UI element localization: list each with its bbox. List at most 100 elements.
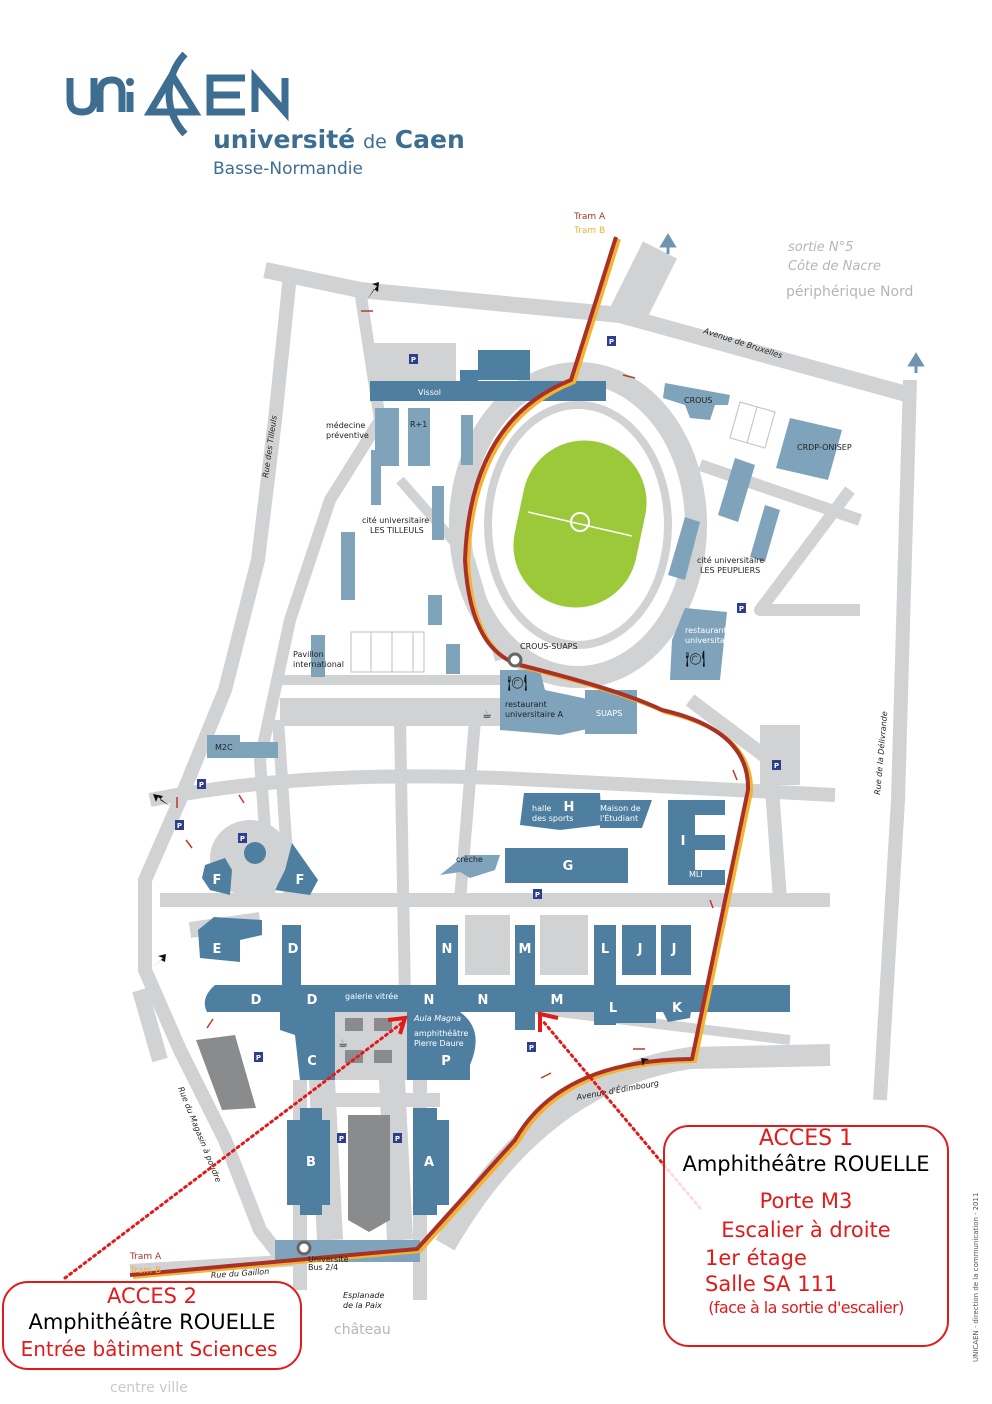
- svg-text:F: F: [296, 873, 305, 888]
- place-labels: Vissol médecine préventive R+1 cité univ…: [110, 388, 852, 1396]
- exit-label: sortie N°5 Côte de Nacre périphérique No…: [786, 240, 913, 300]
- access-2-callout: ACCES 2 Amphithéâtre ROUELLE Entrée bâti…: [2, 1281, 302, 1370]
- restaurant-icon: 🍽: [685, 649, 705, 668]
- entrance-arrow-icon: [641, 1058, 657, 1072]
- restaurant-icon: 🍽: [507, 673, 527, 692]
- svg-text:halle: halle: [532, 804, 551, 813]
- svg-text:P: P: [411, 356, 416, 364]
- svg-text:Esplanade: Esplanade: [343, 1291, 384, 1300]
- svg-text:G: G: [563, 859, 574, 874]
- building-letters: H I G F F E D D D N N N M M L L J J K C …: [213, 800, 686, 1170]
- svg-text:Pavillon: Pavillon: [293, 650, 324, 659]
- tram-a-label: Tram A: [573, 212, 606, 222]
- logo-name-city: Caen: [394, 125, 465, 154]
- svg-text:Pierre Daure: Pierre Daure: [414, 1039, 464, 1048]
- logo-name-de: de: [363, 131, 387, 153]
- svg-text:M: M: [551, 993, 564, 1008]
- svg-text:K: K: [672, 1001, 683, 1016]
- university-name: université de Caen Basse-Normandie: [213, 125, 465, 181]
- parking-markers: P P P P P P P P P P P P: [175, 336, 781, 1143]
- svg-text:P: P: [529, 1044, 534, 1052]
- svg-text:B: B: [306, 1155, 316, 1170]
- cafe-icon: ☕: [482, 708, 492, 721]
- svg-text:P: P: [609, 338, 614, 346]
- svg-text:D: D: [251, 993, 262, 1008]
- svg-text:restaurant: restaurant: [505, 700, 547, 709]
- svg-text:P: P: [240, 835, 245, 843]
- entrance-arrow-icon: [153, 794, 170, 806]
- svg-text:P: P: [441, 1054, 451, 1069]
- svg-text:Côte de Nacre: Côte de Nacre: [788, 259, 881, 274]
- svg-text:M: M: [519, 942, 532, 957]
- svg-text:Bus 2/4: Bus 2/4: [308, 1263, 338, 1272]
- street-rue-du-gaillon: Rue du Gaillon: [211, 1267, 270, 1280]
- access-1-callout: ACCES 1 Amphithéâtre ROUELLE Porte M3 Es…: [663, 1125, 949, 1347]
- svg-text:CRDP-ONISEP: CRDP-ONISEP: [797, 443, 852, 452]
- svg-text:médecine: médecine: [326, 420, 365, 430]
- svg-text:crèche: crèche: [456, 854, 483, 864]
- svg-text:D: D: [307, 993, 318, 1008]
- svg-text:E: E: [213, 942, 222, 957]
- svg-text:CROUS-SUAPS: CROUS-SUAPS: [520, 642, 578, 651]
- svg-text:l'Étudiant: l'Étudiant: [600, 812, 638, 823]
- svg-text:cité universitaire: cité universitaire: [362, 515, 429, 525]
- entrance-arrow-icon: [367, 282, 379, 300]
- svg-text:Maison de: Maison de: [600, 804, 641, 813]
- access-1-title: ACCES 1: [758, 1126, 854, 1151]
- tram-a-label: Tram A: [129, 1252, 162, 1262]
- svg-text:galerie vitrée: galerie vitrée: [345, 991, 398, 1001]
- svg-text:LES PEUPLIERS: LES PEUPLIERS: [700, 566, 760, 575]
- svg-text:P: P: [177, 822, 182, 830]
- svg-text:I: I: [681, 834, 686, 849]
- cafe-icon: ☕: [338, 1037, 348, 1050]
- street-rue-de-la-delivrande: Rue de la Délivrande: [872, 711, 889, 795]
- svg-text:Vissol: Vissol: [418, 388, 441, 397]
- svg-text:périphérique Nord: périphérique Nord: [786, 284, 913, 300]
- svg-text:L: L: [601, 942, 609, 957]
- svg-text:N: N: [478, 993, 489, 1008]
- tram-stop-universite[interactable]: [296, 1240, 312, 1256]
- svg-text:de la Paix: de la Paix: [343, 1301, 382, 1310]
- svg-text:R+1: R+1: [410, 420, 427, 429]
- tram-b-label: Tram B: [129, 1266, 161, 1276]
- svg-text:des sports: des sports: [532, 814, 573, 823]
- svg-text:centre ville: centre ville: [110, 1380, 188, 1396]
- svg-text:F: F: [213, 873, 222, 888]
- svg-text:P: P: [774, 762, 779, 770]
- access-1-door: Porte M3: [759, 1189, 853, 1213]
- tram-lines: [129, 236, 754, 1279]
- svg-text:D: D: [288, 942, 299, 957]
- exit-arrow-icon: [659, 233, 677, 254]
- svg-text:Aula Magna: Aula Magna: [413, 1014, 461, 1023]
- svg-text:LES TILLEULS: LES TILLEULS: [370, 526, 424, 535]
- logo-region: Basse-Normandie: [213, 159, 363, 179]
- access-1-stairs: Escalier à droite: [721, 1218, 891, 1242]
- svg-text:Université: Université: [308, 1254, 349, 1264]
- access-2-path: [63, 1015, 408, 1280]
- entrance-arrow-icon: [152, 954, 166, 968]
- svg-text:P: P: [256, 1054, 261, 1062]
- svg-text:N: N: [442, 942, 453, 957]
- svg-text:A: A: [424, 1155, 434, 1170]
- svg-text:amphithéâtre: amphithéâtre: [414, 1028, 468, 1038]
- svg-text:MLI: MLI: [689, 870, 703, 879]
- svg-text:P: P: [535, 891, 540, 899]
- svg-text:sortie N°5: sortie N°5: [788, 240, 853, 255]
- svg-text:P: P: [395, 1135, 400, 1143]
- logo-name-bold: université: [213, 125, 356, 154]
- field-center-circle: [570, 512, 590, 532]
- access-2-subtitle: Amphithéâtre ROUELLE: [28, 1310, 276, 1334]
- exit-arrow-icon: [907, 352, 925, 373]
- credit-text: UNICAEN · direction de la communication …: [972, 1193, 980, 1362]
- svg-text:N: N: [424, 993, 435, 1008]
- access-2-entrance: Entrée bâtiment Sciences: [20, 1337, 278, 1361]
- svg-text:M2C: M2C: [215, 743, 233, 752]
- svg-text:international: international: [293, 660, 344, 669]
- svg-text:SUAPS: SUAPS: [596, 709, 622, 718]
- tram-stop-crous-suaps[interactable]: [507, 652, 523, 668]
- entrance-arrows: [152, 282, 657, 1072]
- svg-text:universitaire: universitaire: [685, 636, 735, 645]
- barriers: [176, 310, 738, 1079]
- buildings: [196, 350, 842, 1262]
